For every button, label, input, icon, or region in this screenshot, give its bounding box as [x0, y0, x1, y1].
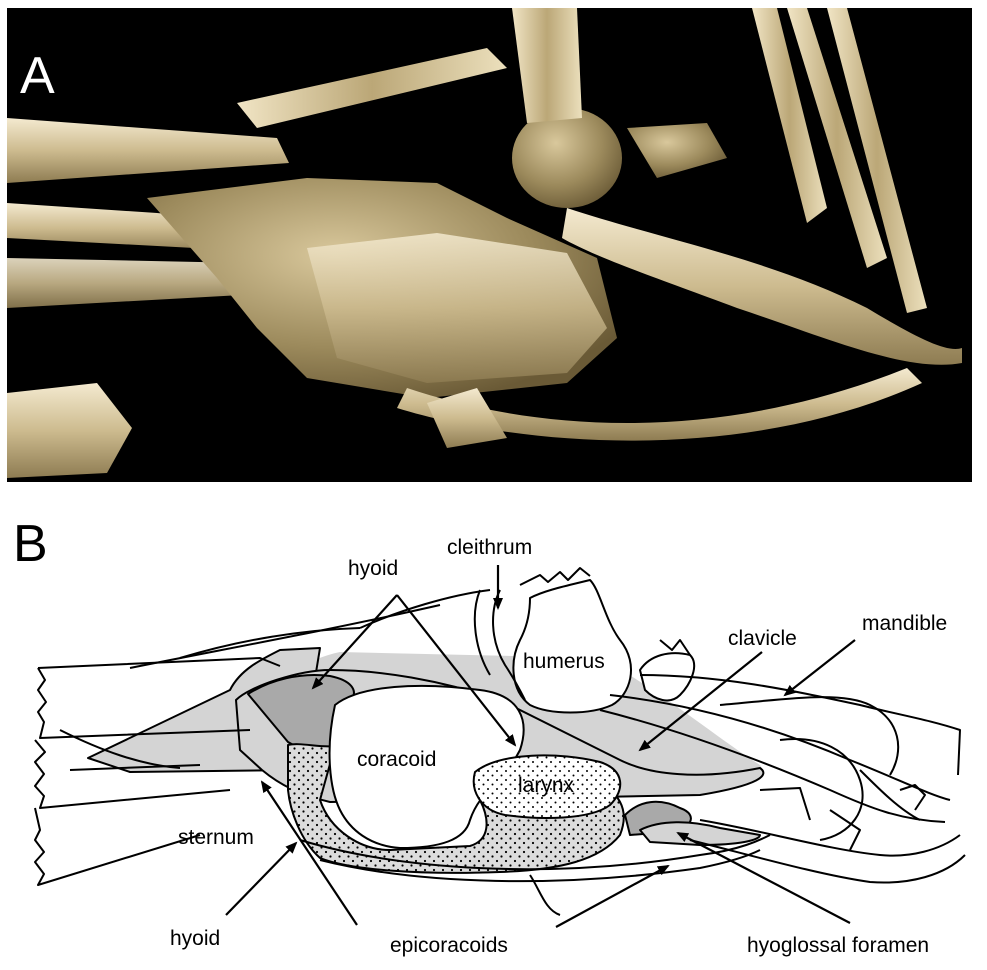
panel-a-letter: A — [20, 50, 55, 102]
label-cleithrum: cleithrum — [447, 536, 532, 559]
ct-render-panel: A — [7, 8, 972, 482]
schematic-panel: B — [0, 490, 987, 965]
label-coracoid: coracoid — [357, 748, 436, 771]
label-hyoglossal-foramen: hyoglossal foramen — [747, 934, 929, 957]
panel-b-letter: B — [13, 518, 48, 570]
label-epicoracoids: epicoracoids — [390, 934, 508, 957]
label-mandible: mandible — [862, 612, 947, 635]
label-hyoid-top: hyoid — [348, 557, 398, 580]
humerus-shape — [513, 580, 631, 713]
ct-skeleton-image — [7, 8, 972, 482]
label-humerus: humerus — [523, 650, 605, 673]
label-sternum: sternum — [178, 826, 254, 849]
label-hyoid-bottom: hyoid — [170, 927, 220, 950]
label-clavicle: clavicle — [728, 627, 797, 650]
label-larynx: larynx — [518, 774, 575, 797]
schematic-diagram: cleithrum hyoid humerus clavicle mandibl… — [0, 490, 987, 965]
